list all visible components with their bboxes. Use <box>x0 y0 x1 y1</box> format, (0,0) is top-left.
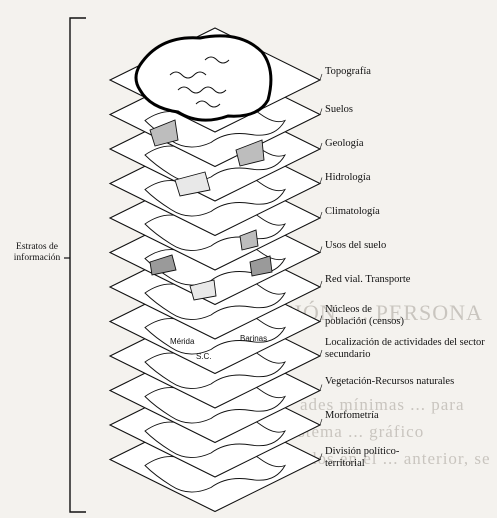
label-geologia: Geología <box>325 138 364 150</box>
label-actividades-secundario: Localización de actividades del sector s… <box>325 337 495 361</box>
label-leader-line <box>320 143 322 149</box>
map-label-sc: S.C. <box>196 352 212 361</box>
label-topografia: Topografía <box>325 66 371 78</box>
label-vegetacion: Vegetación-Recursos naturales <box>325 376 465 388</box>
label-leader-line <box>320 419 322 425</box>
label-leader-line <box>320 212 322 218</box>
label-nucleos-poblacion: Núcleos de población (censos) <box>325 304 405 328</box>
map-label-barinas: Barinas <box>240 334 267 343</box>
label-suelos: Suelos <box>325 104 353 116</box>
label-leader-line <box>320 281 322 287</box>
label-leader-line <box>320 109 322 115</box>
label-climatologia: Climatología <box>325 206 380 218</box>
label-leader-line <box>320 385 322 391</box>
label-leader-line <box>320 74 322 80</box>
label-leader-line <box>320 178 322 184</box>
strata-label: Estratos de información <box>6 242 68 264</box>
map-label-merida: Mérida <box>170 337 194 346</box>
left-bracket <box>70 18 86 512</box>
label-leader-line <box>320 350 322 356</box>
label-morfometria: Morfometría <box>325 410 379 422</box>
label-hidrologia: Hidrología <box>325 172 371 184</box>
label-division-politico: División político-territorial <box>325 446 425 470</box>
label-leader-line <box>320 454 322 460</box>
label-red-vial: Red vial. Transporte <box>325 274 410 286</box>
label-usos-del-suelo: Usos del suelo <box>325 240 386 252</box>
label-leader-line <box>320 316 322 322</box>
label-leader-line <box>320 247 322 253</box>
